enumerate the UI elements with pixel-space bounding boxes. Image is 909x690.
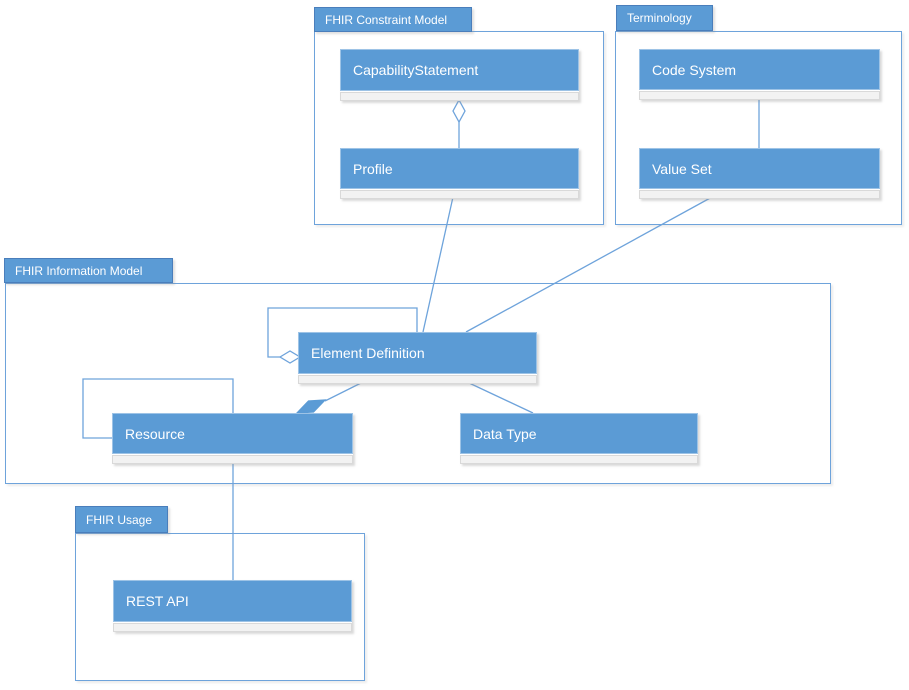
class-box-value-set: Value Set	[639, 148, 880, 199]
package-label: Terminology	[627, 11, 692, 25]
class-compartment	[460, 455, 698, 464]
composition-diamond-resource	[295, 399, 327, 414]
class-label: Code System	[639, 49, 880, 90]
package-label: FHIR Usage	[86, 512, 153, 527]
class-box-capability-statement: CapabilityStatement	[340, 49, 579, 101]
connector-resource-elementdefinition	[324, 381, 364, 402]
class-box-resource: Resource	[112, 413, 353, 464]
connector-elementdefinition-selfloop	[267, 307, 418, 358]
class-label: Value Set	[639, 148, 880, 189]
class-label: Element Definition	[298, 332, 537, 374]
package-fhir-usage-tab: FHIR Usage	[75, 506, 168, 533]
class-compartment	[112, 455, 353, 464]
class-label: CapabilityStatement	[340, 49, 579, 91]
package-label: FHIR Constraint Model	[325, 12, 448, 27]
class-compartment	[639, 91, 880, 100]
class-compartment	[639, 190, 880, 199]
class-box-profile: Profile	[340, 148, 579, 199]
connector-resource-selfloop	[82, 378, 234, 439]
package-terminology-tab: Terminology	[616, 5, 713, 31]
aggregation-diamond-elementdefinition	[278, 350, 302, 364]
connector-profile-elementdefinition	[422, 196, 454, 333]
class-compartment	[113, 623, 352, 632]
aggregation-diamond-capabilitystatement	[452, 98, 466, 124]
class-box-data-type: Data Type	[460, 413, 698, 464]
connector-elementdefinition-datatype	[466, 381, 534, 414]
connector-valueset-elementdefinition	[465, 196, 713, 333]
class-label: Data Type	[460, 413, 698, 454]
package-fhir-constraint-model-tab: FHIR Constraint Model	[314, 7, 472, 32]
class-box-code-system: Code System	[639, 49, 880, 100]
class-compartment	[340, 190, 579, 199]
class-label: REST API	[113, 580, 352, 622]
class-compartment	[298, 375, 537, 384]
class-label: Resource	[112, 413, 353, 454]
class-box-element-definition: Element Definition	[298, 332, 537, 384]
package-label: FHIR Information Model	[15, 263, 143, 278]
class-box-rest-api: REST API	[113, 580, 352, 632]
class-label: Profile	[340, 148, 579, 189]
package-fhir-information-model-tab: FHIR Information Model	[4, 258, 173, 283]
class-compartment	[340, 92, 579, 101]
